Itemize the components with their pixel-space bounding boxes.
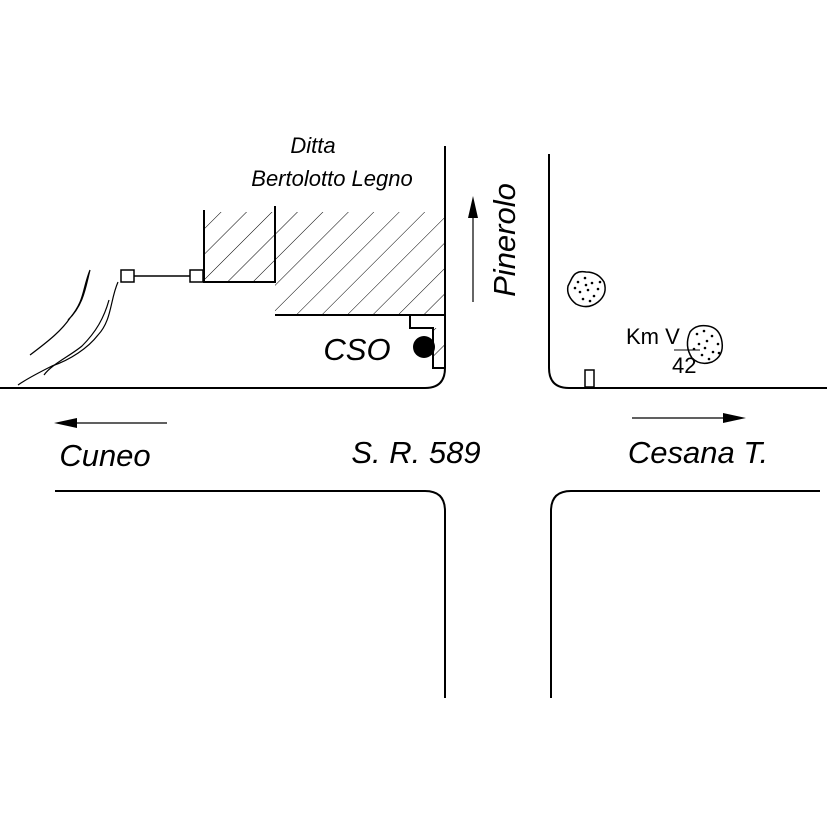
hatched-area-strip [433, 328, 445, 368]
pipe-node-left [120, 269, 135, 283]
cso-marker-icon[interactable] [413, 336, 435, 358]
hatched-area [204, 212, 445, 315]
pipe-node-right [189, 269, 204, 283]
tree-icon [566, 270, 606, 308]
road-edge-south-west [55, 490, 446, 698]
arrow-right-icon [632, 413, 746, 423]
river-bank-right [17, 281, 119, 386]
company-name-line1: Ditta [290, 133, 335, 158]
river-bank-left [29, 269, 91, 356]
km-value-label: 42 [672, 353, 696, 378]
tree-icon [686, 324, 724, 365]
arrow-left-icon [54, 418, 167, 428]
company-name-line2: Bertolotto Legno [251, 166, 412, 191]
corner-bracket [409, 315, 445, 369]
discharge-pipe [120, 269, 204, 283]
cuneo-label: Cuneo [59, 438, 150, 473]
arrow-up-icon [468, 196, 478, 302]
river-bank-detail [43, 299, 110, 376]
river [17, 269, 119, 386]
milestone-icon [584, 369, 595, 388]
cesana-label: Cesana T. [628, 435, 768, 470]
cso-label: CSO [323, 332, 390, 367]
road-name-label: S. R. 589 [351, 435, 480, 470]
road-edge-south-east [550, 490, 820, 698]
road-edge-north-east [548, 154, 827, 389]
km-label: Km V [626, 324, 680, 349]
property-outline [203, 206, 445, 316]
company-property [203, 206, 445, 369]
pinerolo-label: Pinerolo [487, 183, 522, 297]
